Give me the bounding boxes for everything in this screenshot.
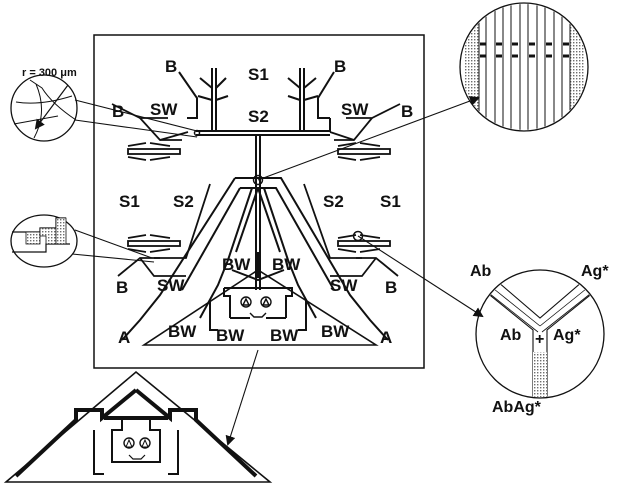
bottom-trapezoid (141, 269, 379, 346)
label-b-top-right: B (334, 57, 346, 76)
label-b-bottom-left: B (116, 278, 128, 297)
chip (93, 34, 425, 369)
label-b-mid-right: B (401, 102, 413, 121)
label-ab-center: Ab (500, 327, 522, 344)
bottom-pads (240, 296, 272, 318)
upper-left-sw (111, 103, 189, 161)
chip-outline (93, 34, 425, 369)
label-sw-lower-right: SW (330, 276, 358, 295)
radius-label: r = 300 μm (22, 67, 77, 79)
radius-leader-bottom (74, 119, 198, 138)
radius-inset (10, 74, 198, 142)
lower-right-node (352, 230, 364, 242)
upper-left-node (193, 129, 201, 137)
channel-inset-left (10, 214, 155, 268)
label-s1-right: S1 (380, 192, 401, 211)
upper-right-sw (329, 103, 401, 161)
bw-region (209, 252, 307, 331)
label-bw-bottom-1: BW (168, 322, 197, 341)
label-bw-bottom-4: BW (321, 322, 350, 341)
label-s1-top: S1 (248, 65, 269, 84)
chip-labels: S1 S2 B B B B SW SW S1 S2 S2 S1 B SW SW … (112, 57, 413, 347)
label-s1-left: S1 (119, 192, 140, 211)
label-abag: AbAg* (492, 399, 542, 416)
label-ab-top: Ab (470, 263, 492, 280)
label-ag-center: Ag* (553, 327, 581, 344)
bottom-leader (225, 349, 259, 446)
upper-center-node (252, 174, 264, 186)
bottom-enlarged-view (3, 349, 273, 483)
left-inset-leader-bottom (71, 253, 155, 263)
enlarged-triangle (3, 370, 273, 483)
label-s2-top: S2 (248, 107, 269, 126)
label-s2-right: S2 (323, 192, 344, 211)
label-s2-left: S2 (173, 192, 194, 211)
right-top-leader (257, 96, 480, 181)
label-b-top-left: B (165, 57, 177, 76)
channel-inset-right (257, 2, 589, 181)
label-ag-top: Ag* (581, 263, 609, 280)
label-bw-upper-left: BW (222, 255, 251, 274)
label-plus: + (535, 331, 544, 348)
left-inset-leader-top (74, 229, 153, 259)
label-b-bottom-right: B (385, 278, 397, 297)
reaction-labels: Ab Ag* Ab + Ag* AbAg* (470, 263, 609, 416)
lower-left-sw (117, 183, 211, 277)
label-sw-upper-right: SW (341, 100, 369, 119)
reaction-leader (357, 235, 484, 318)
label-a-right: A (380, 328, 392, 347)
label-sw-upper-left: SW (150, 100, 178, 119)
label-sw-lower-left: SW (157, 276, 185, 295)
reaction-inset (357, 235, 605, 399)
label-bw-bottom-2: BW (216, 326, 245, 345)
label-bw-bottom-3: BW (270, 326, 299, 345)
radius-leader-top (74, 99, 198, 132)
lower-right-sw (303, 183, 399, 277)
top-channels (178, 68, 335, 290)
label-a-left: A (118, 328, 130, 347)
radius-inset-circle (10, 74, 78, 142)
label-bw-upper-right: BW (272, 255, 301, 274)
